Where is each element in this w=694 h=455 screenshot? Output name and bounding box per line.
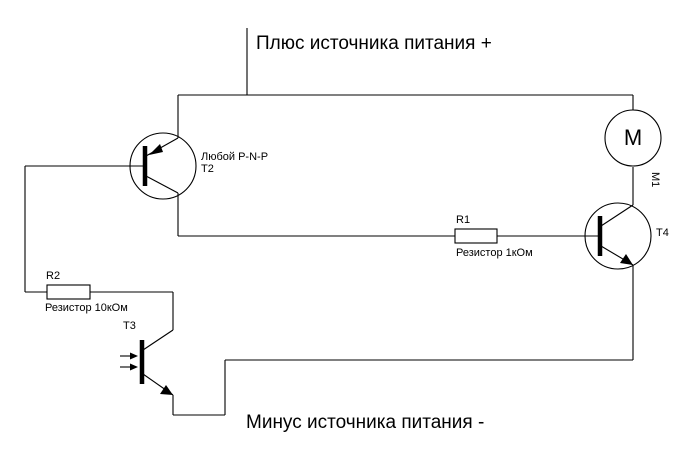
- transistor-t2: [129, 132, 197, 200]
- motor-m1: M: [604, 109, 662, 167]
- wires: [24, 28, 634, 416]
- supply-minus-label: Минус источника питания -: [246, 412, 484, 433]
- r2-reference: R2: [46, 270, 60, 282]
- supply-plus-label: Плюс источника питания +: [256, 33, 492, 54]
- t2-reference: T2: [201, 163, 214, 175]
- t3-collector: [142, 329, 174, 351]
- resistor-r1: [454, 228, 498, 244]
- transistor-t4: [584, 202, 652, 270]
- m1-reference: M1: [649, 172, 661, 187]
- r1-reference: R1: [456, 214, 470, 226]
- t2-description: Любой P-N-P: [201, 151, 268, 163]
- motor-symbol: M: [624, 125, 642, 150]
- t2-collector: [145, 175, 179, 194]
- t3-emitter-arrow-icon: [160, 385, 173, 395]
- t2-emitter-arrow-icon: [149, 144, 163, 155]
- t4-reference: T4: [656, 227, 669, 239]
- t3-reference: T3: [123, 320, 136, 332]
- t4-collector: [600, 204, 634, 227]
- t4-emitter-arrow-icon: [620, 254, 633, 265]
- light-arrows-icon: [120, 352, 138, 371]
- transistor-t3: [120, 329, 174, 396]
- resistor-r2: [46, 284, 91, 300]
- r2-description: Резистор 10кОм: [45, 302, 128, 314]
- motor-body: [604, 109, 662, 167]
- r1-description: Резистор 1кОм: [456, 247, 533, 259]
- t4-body: [584, 202, 652, 270]
- t2-body: [129, 132, 197, 200]
